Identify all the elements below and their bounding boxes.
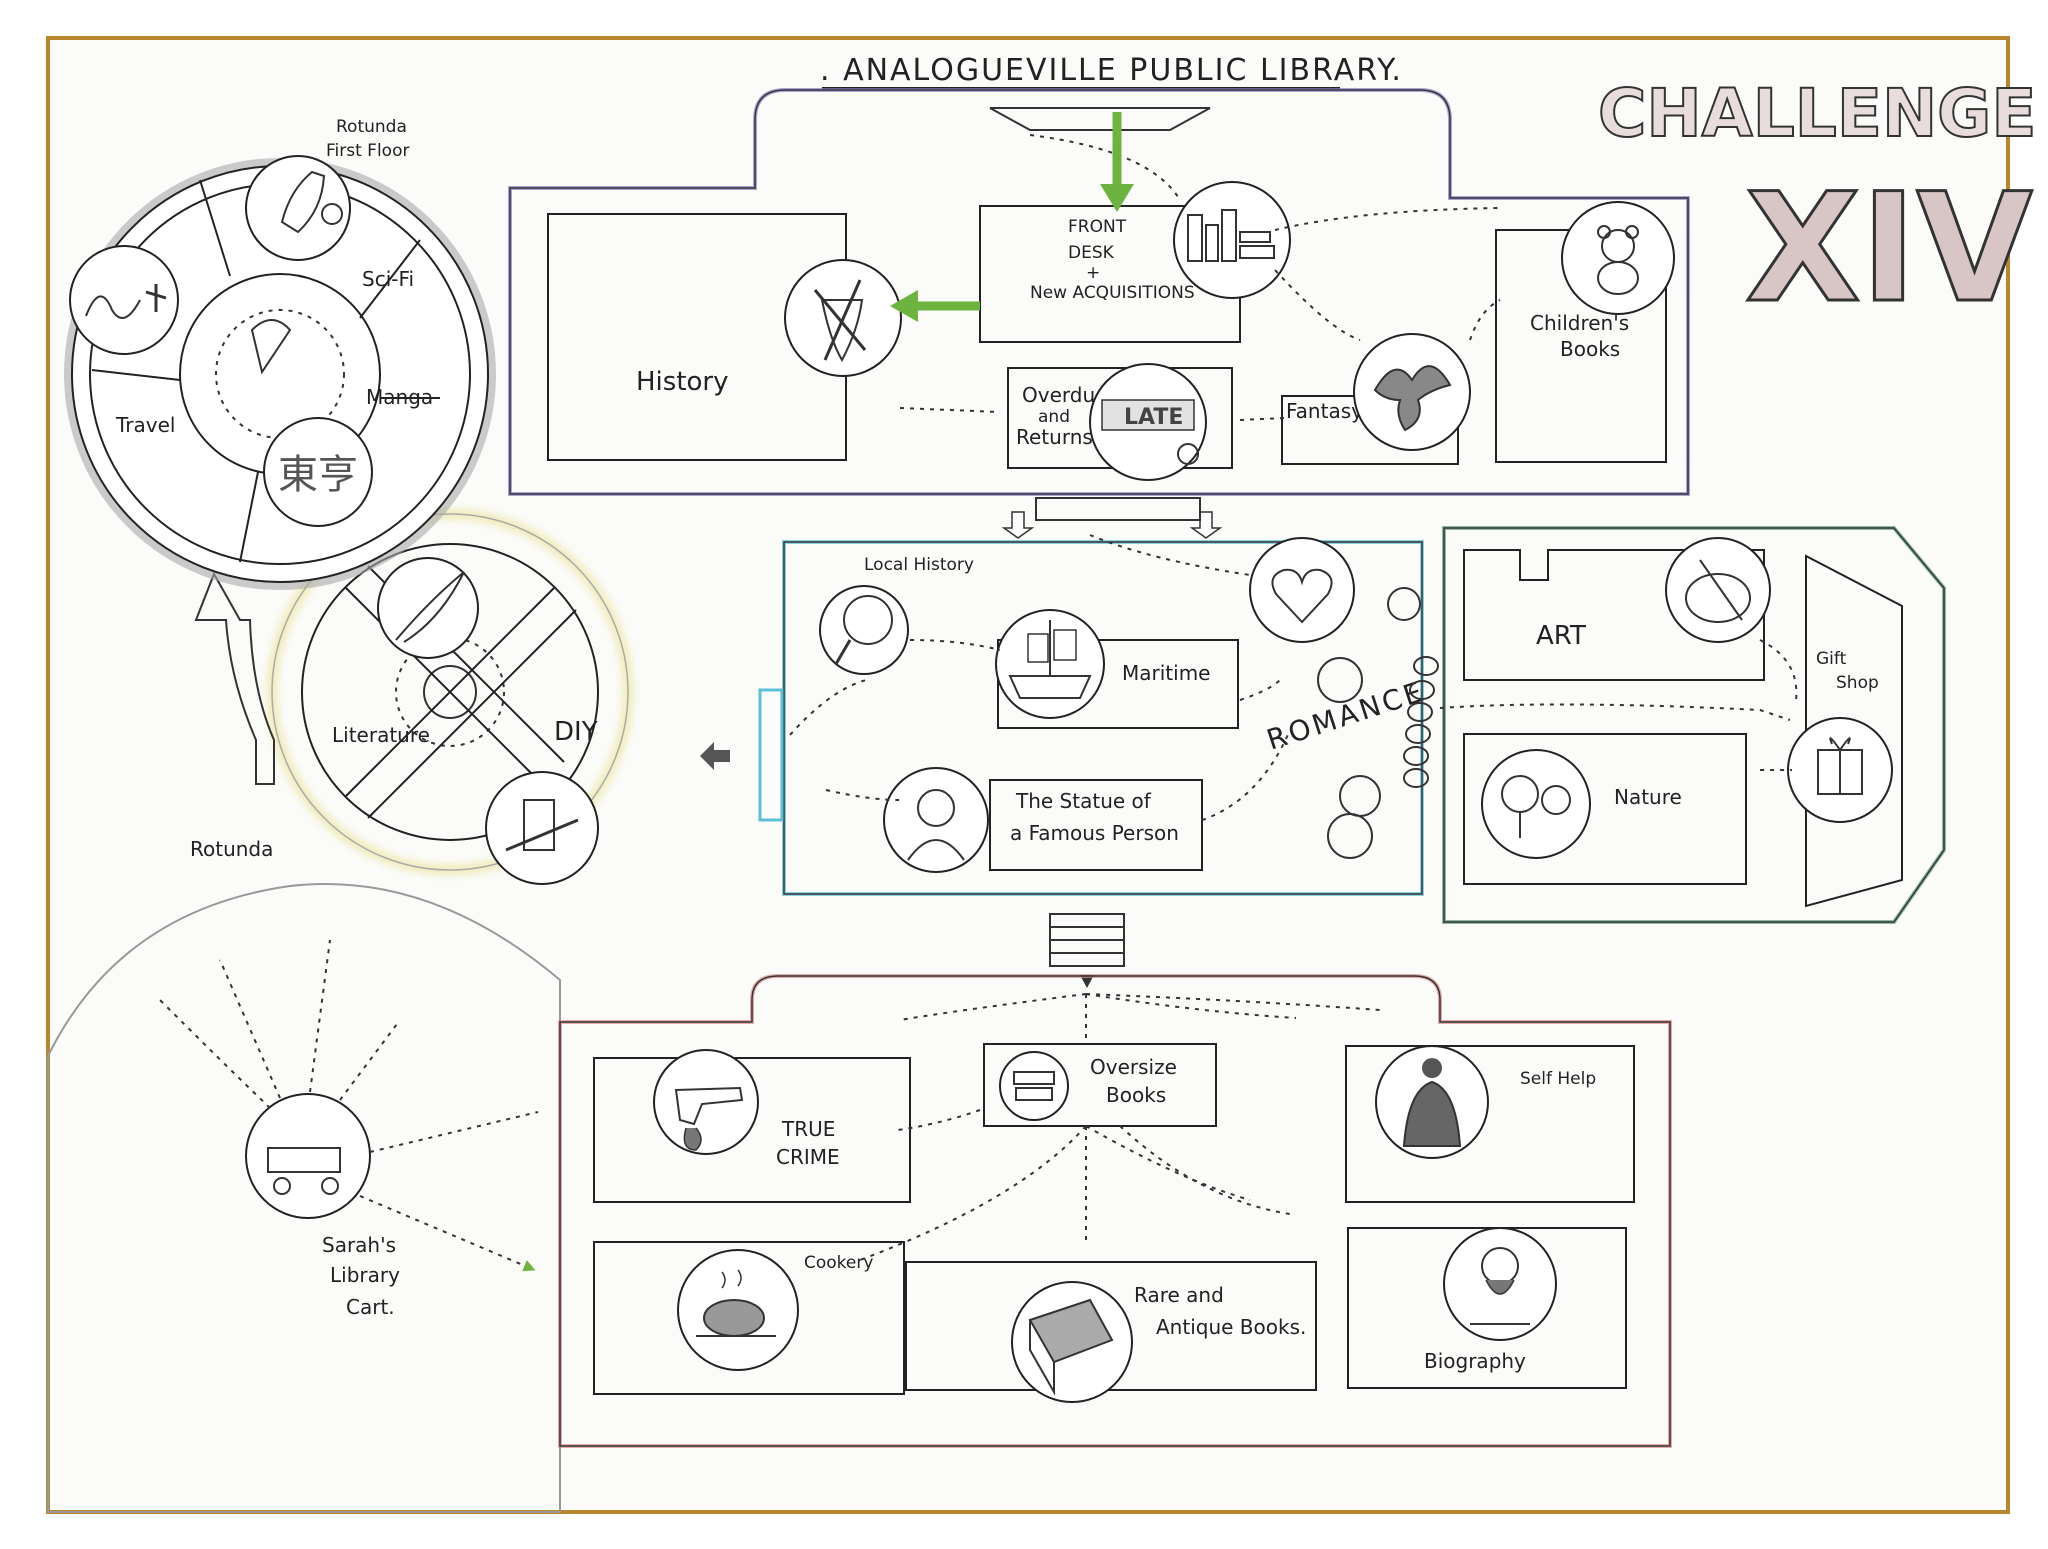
manga-glyphs: 東亨 bbox=[278, 452, 358, 498]
entrance-arrow bbox=[1100, 112, 1134, 212]
manga-label: Manga bbox=[366, 385, 433, 409]
bottom-building: Oversize Books TRUE CRIME Self Help Cook… bbox=[558, 974, 1672, 1448]
dragon-icon bbox=[1353, 333, 1471, 451]
childrens-line1: Children's bbox=[1530, 311, 1629, 335]
rotunda-cart-area: Rotunda Sarah's Library Cart. bbox=[47, 837, 561, 1513]
heart-icon bbox=[1249, 537, 1355, 643]
challenge-numeral: XIV bbox=[1745, 162, 2033, 336]
tools-icon bbox=[485, 771, 599, 885]
flower-bushes bbox=[1317, 587, 1421, 859]
nature-label: Nature bbox=[1614, 785, 1682, 809]
statue-line2: a Famous Person bbox=[1010, 821, 1179, 845]
oversize-line1: Oversize bbox=[1090, 1055, 1177, 1079]
plane-route-icon bbox=[69, 245, 179, 355]
books-icon bbox=[1173, 181, 1291, 299]
revolver-icon bbox=[653, 1049, 759, 1155]
fantasy-label: Fantasy bbox=[1286, 399, 1363, 423]
biography-label: Biography bbox=[1424, 1349, 1526, 1373]
diy-label: DIY bbox=[554, 717, 598, 747]
overdues-line2: and bbox=[1038, 407, 1070, 427]
challenge-word: CHALLENGE bbox=[1598, 75, 2036, 152]
rare-line2: Antique Books. bbox=[1156, 1315, 1306, 1339]
manga-icon: 東亨 bbox=[263, 417, 373, 527]
cart-line2: Library bbox=[330, 1263, 400, 1287]
front-desk-line3: + bbox=[1086, 263, 1100, 283]
biography-portrait-icon bbox=[1443, 1227, 1557, 1341]
overdues-line3: Returns bbox=[1016, 425, 1093, 449]
first-floor-rotunda: Rotunda First Floor Sci-Fi Manga Travel … bbox=[64, 117, 496, 590]
cart-line1: Sarah's bbox=[322, 1233, 396, 1257]
true-crime-line1: TRUE bbox=[781, 1117, 835, 1141]
front-desk-line2: DESK bbox=[1068, 243, 1115, 263]
literature-rotunda: Literature DIY bbox=[267, 509, 730, 885]
literature-label: Literature bbox=[332, 723, 430, 747]
up-arrow bbox=[194, 571, 275, 785]
statue-line1: The Statue of bbox=[1015, 789, 1152, 813]
first-floor-heading-line2: First Floor bbox=[326, 141, 409, 161]
rocket-icon bbox=[245, 155, 351, 261]
front-desk-line4: New ACQUISITIONS bbox=[1030, 283, 1195, 303]
antique-book-icon bbox=[1011, 1281, 1133, 1403]
gift-shop-line2: Shop bbox=[1836, 673, 1879, 693]
history-label: History bbox=[636, 367, 729, 397]
ship-icon bbox=[995, 609, 1105, 719]
art-label: ART bbox=[1536, 621, 1586, 651]
maritime-label: Maritime bbox=[1122, 661, 1210, 685]
first-floor-heading-line1: Rotunda bbox=[336, 117, 407, 137]
true-crime-line2: CRIME bbox=[776, 1145, 840, 1169]
late-stamp-icon: LATE bbox=[1089, 363, 1207, 481]
oversize-books-icon bbox=[999, 1051, 1069, 1121]
rotunda-label: Rotunda bbox=[190, 837, 273, 861]
rare-line1: Rare and bbox=[1134, 1283, 1224, 1307]
local-history-label: Local History bbox=[864, 555, 974, 575]
teddy-bear-icon bbox=[1561, 201, 1675, 315]
gift-shop-line1: Gift bbox=[1816, 649, 1847, 669]
cart-icon bbox=[245, 1093, 371, 1219]
paint-palette-icon bbox=[1665, 537, 1771, 643]
map-title: . ANALOGUEVILLE PUBLIC LIBRARY. bbox=[820, 53, 1403, 88]
cart-line3: Cart. bbox=[346, 1295, 395, 1319]
history-sword-icon bbox=[784, 259, 902, 377]
history-arrow bbox=[890, 290, 980, 322]
meditation-icon bbox=[1375, 1045, 1489, 1159]
stepping-stones bbox=[1403, 656, 1439, 788]
self-help-label: Self Help bbox=[1520, 1069, 1596, 1089]
roast-chicken-icon bbox=[677, 1249, 799, 1371]
oversize-line2: Books bbox=[1106, 1083, 1166, 1107]
statue-bust-icon bbox=[883, 767, 989, 873]
top-building: History FRONT DESK + New ACQUISITIONS Ov… bbox=[508, 88, 1690, 539]
late-badge: LATE bbox=[1124, 405, 1183, 430]
childrens-line2: Books bbox=[1560, 337, 1620, 361]
gift-box-icon bbox=[1787, 717, 1893, 823]
nature-trees-icon bbox=[1481, 749, 1591, 859]
challenge-badge: CHALLENGE XIV bbox=[1597, 74, 2037, 338]
tree-magnifier-icon bbox=[819, 585, 909, 675]
scifi-label: Sci-Fi bbox=[362, 267, 414, 291]
right-building: ART Nature Gift Shop bbox=[1439, 526, 1946, 924]
travel-label: Travel bbox=[115, 413, 175, 437]
cookery-label: Cookery bbox=[804, 1253, 873, 1273]
front-desk-line1: FRONT bbox=[1068, 217, 1127, 237]
quill-icon bbox=[377, 557, 479, 659]
